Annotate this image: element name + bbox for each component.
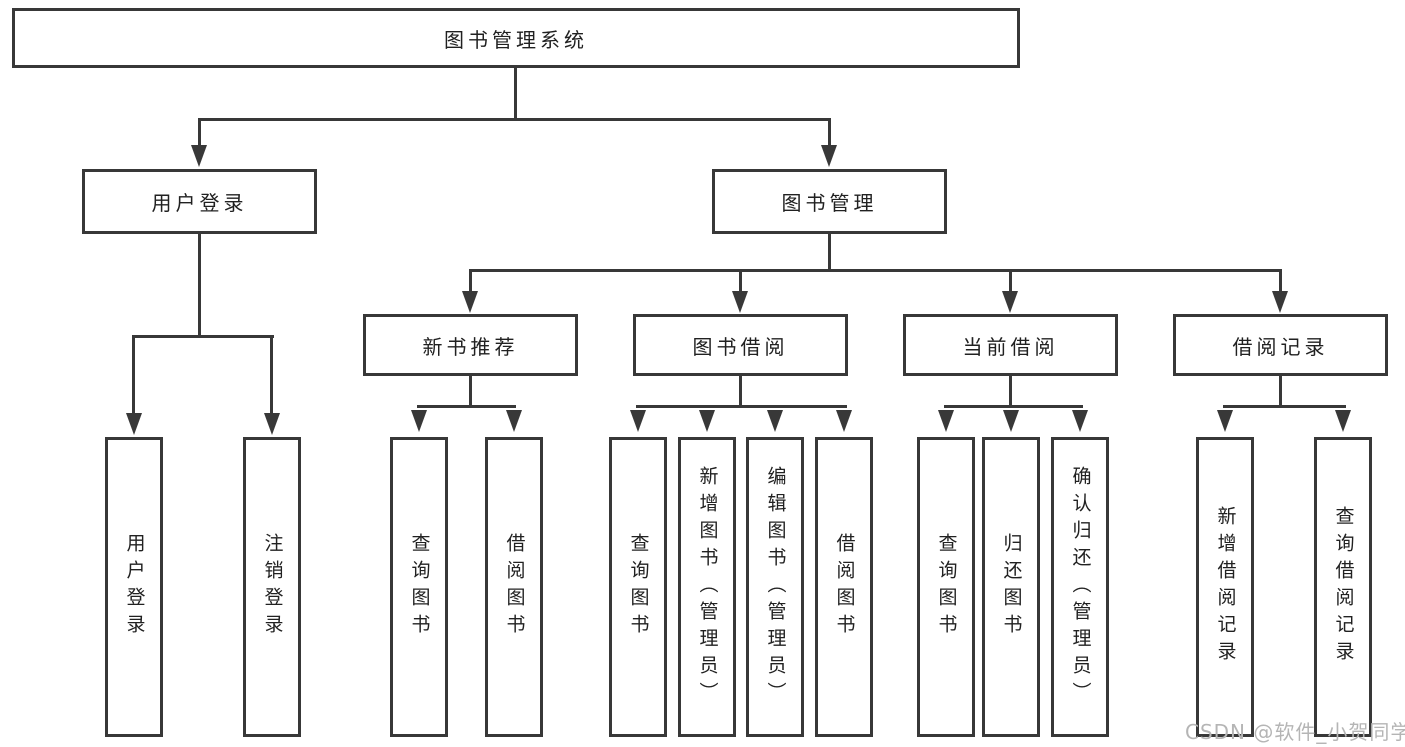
- node-leaf-query-books-3: 查询图书: [917, 437, 975, 737]
- connector-line: [1009, 269, 1012, 291]
- node-label: 确认归还（管理员）: [1069, 465, 1092, 709]
- node-label: 注销登录: [261, 533, 284, 641]
- arrow-down-icon: [1072, 410, 1088, 432]
- node-user-login: 用户登录: [82, 169, 317, 234]
- arrow-down-icon: [1002, 291, 1018, 313]
- node-label: 借阅记录: [1232, 334, 1329, 359]
- connector-line: [469, 269, 1282, 272]
- node-label: 新增借阅记录: [1214, 506, 1237, 668]
- arrow-down-icon: [191, 145, 207, 167]
- node-leaf-edit-book-admin: 编辑图书（管理员）: [746, 437, 804, 737]
- arrow-down-icon: [1003, 410, 1019, 432]
- node-leaf-add-book-admin: 新增图书（管理员）: [678, 437, 736, 737]
- node-label: 新书推荐: [422, 334, 519, 359]
- node-leaf-logout: 注销登录: [243, 437, 301, 737]
- connector-line: [828, 118, 831, 146]
- arrow-down-icon: [411, 410, 427, 432]
- node-new-book-recommendation: 新书推荐: [363, 314, 578, 376]
- arrow-down-icon: [767, 410, 783, 432]
- node-label: 查询图书: [935, 533, 958, 641]
- arrow-down-icon: [1217, 410, 1233, 432]
- node-label: 图书管理: [781, 191, 878, 215]
- connector-line: [1279, 376, 1282, 408]
- node-leaf-user-login: 用户登录: [105, 437, 163, 737]
- arrow-down-icon: [699, 410, 715, 432]
- node-label: 编辑图书（管理员）: [764, 465, 787, 709]
- node-label: 查询图书: [408, 533, 431, 641]
- arrow-down-icon: [630, 410, 646, 432]
- node-label: 查询借阅记录: [1332, 506, 1355, 668]
- arrow-down-icon: [836, 410, 852, 432]
- watermark: CSDN @软件_小贺同学: [1185, 720, 1405, 744]
- arrow-down-icon: [821, 145, 837, 167]
- connector-line: [198, 118, 831, 121]
- arrow-down-icon: [126, 413, 142, 435]
- node-leaf-query-books-2: 查询图书: [609, 437, 667, 737]
- connector-line: [1223, 405, 1346, 408]
- connector-line: [270, 335, 273, 415]
- arrow-down-icon: [1335, 410, 1351, 432]
- node-leaf-add-borrow-record: 新增借阅记录: [1196, 437, 1254, 737]
- node-leaf-query-books-1: 查询图书: [390, 437, 448, 737]
- connector-line: [198, 234, 201, 337]
- connector-line: [1009, 376, 1012, 408]
- node-label: 当前借阅: [962, 334, 1059, 359]
- node-leaf-borrow-books-2: 借阅图书: [815, 437, 873, 737]
- connector-line: [417, 405, 516, 408]
- node-leaf-confirm-return-admin: 确认归还（管理员）: [1051, 437, 1109, 737]
- connector-line: [469, 376, 472, 408]
- node-borrowing-records: 借阅记录: [1173, 314, 1388, 376]
- node-label: 查询图书: [627, 533, 650, 641]
- arrow-down-icon: [1272, 291, 1288, 313]
- connector-line: [198, 118, 201, 146]
- connector-line: [636, 405, 847, 408]
- arrow-down-icon: [462, 291, 478, 313]
- arrow-down-icon: [732, 291, 748, 313]
- node-leaf-query-borrow-record: 查询借阅记录: [1314, 437, 1372, 737]
- connector-line: [132, 335, 135, 415]
- node-label: 用户登录: [151, 191, 248, 215]
- node-label: 用户登录: [123, 533, 146, 641]
- node-leaf-borrow-books-1: 借阅图书: [485, 437, 543, 737]
- node-leaf-return-book: 归还图书: [982, 437, 1040, 737]
- node-label: 借阅图书: [503, 533, 526, 641]
- node-label: 借阅图书: [833, 533, 856, 641]
- connector-line: [944, 405, 1083, 408]
- node-book-management: 图书管理: [712, 169, 947, 234]
- connector-line: [739, 269, 742, 291]
- connector-line: [514, 68, 517, 120]
- node-label: 新增图书（管理员）: [696, 465, 719, 709]
- arrow-down-icon: [938, 410, 954, 432]
- node-label: 图书管理系统: [444, 27, 588, 52]
- connector-line: [1279, 269, 1282, 291]
- node-label: 图书借阅: [692, 334, 789, 359]
- arrow-down-icon: [264, 413, 280, 435]
- connector-line: [828, 234, 831, 272]
- node-book-borrowing: 图书借阅: [633, 314, 848, 376]
- node-current-borrowing: 当前借阅: [903, 314, 1118, 376]
- node-library-management-system: 图书管理系统: [12, 8, 1020, 68]
- node-label: 归还图书: [1000, 533, 1023, 641]
- connector-line: [132, 335, 274, 338]
- connector-line: [469, 269, 472, 291]
- connector-line: [739, 376, 742, 408]
- arrow-down-icon: [506, 410, 522, 432]
